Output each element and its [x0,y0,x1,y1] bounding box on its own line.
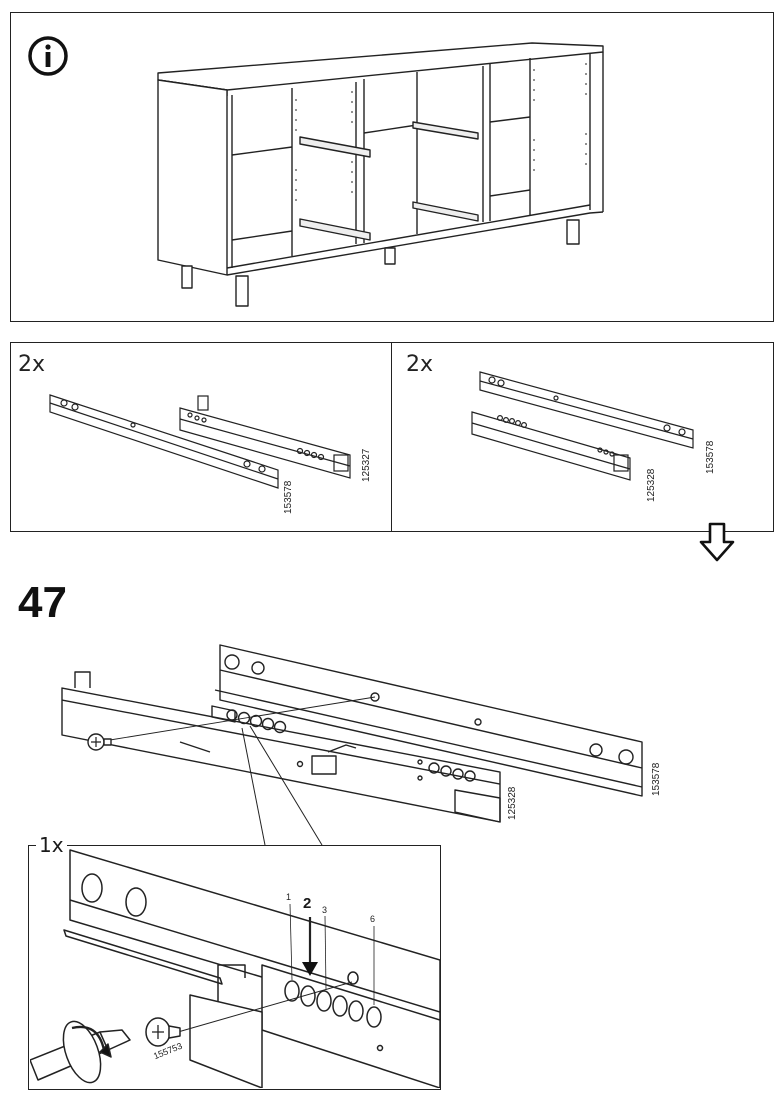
hole-label: 1 [286,892,292,902]
detail-inset [28,845,441,1090]
runner-assembly-illustration [61,644,643,846]
detail-illustration [30,849,440,1088]
part-number: 125327 [361,448,372,482]
runner-rail-illustration [471,371,694,481]
parts-panel-right [391,342,774,532]
part-number: 125328 [507,786,518,820]
hole-label: 2 [303,895,312,912]
runner-rail-illustration [49,394,351,489]
sideboard-illustration [157,42,604,307]
part-number: 153578 [705,440,716,474]
info-panel [10,12,774,322]
detail-quantity-label: 1x [36,833,67,857]
part-number: 153578 [651,762,662,796]
hole-label: 6 [370,914,376,924]
part-number: 125328 [646,468,657,502]
quantity-label: 2x [406,352,434,377]
arrow-down-icon [699,522,735,562]
hole-label: 3 [322,905,328,915]
info-icon [28,36,68,76]
quantity-label: 2x [18,352,46,377]
step-number: 47 [18,578,67,627]
part-number: 153578 [283,480,294,514]
